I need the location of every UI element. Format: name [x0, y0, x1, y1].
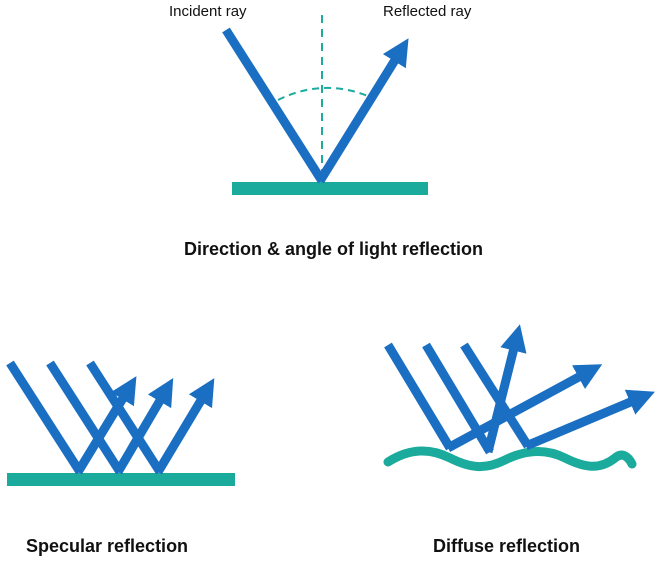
- specular-incident-ray-2: [46, 360, 124, 475]
- diffuse-reflected-ray-2: [483, 324, 527, 454]
- incident-ray-label: Incident ray: [169, 3, 247, 20]
- incident-ray: [222, 27, 326, 184]
- specular-reflected-ray-2: [114, 378, 174, 475]
- diffuse-caption: Diffuse reflection: [433, 536, 581, 556]
- specular-incident-ray-3: [86, 360, 164, 475]
- diffuse-reflected-ray-3: [524, 389, 655, 451]
- diffuse-diagram: [383, 324, 655, 471]
- diffuse-incident-ray-2: [422, 342, 494, 455]
- reflected-ray-label: Reflected ray: [383, 3, 472, 20]
- specular-surface: [7, 473, 235, 486]
- specular-reflected-ray-3: [154, 378, 215, 475]
- specular-incident-ray-1: [6, 360, 84, 475]
- diffuse-rough-surface: [383, 446, 637, 471]
- diffuse-reflected-ray-1: [445, 364, 603, 452]
- angle-diagram: [222, 15, 428, 195]
- mirror-surface: [232, 182, 428, 195]
- reflected-ray-arrow: [316, 38, 409, 184]
- specular-diagram: [6, 360, 235, 486]
- specular-caption: Specular reflection: [26, 536, 189, 556]
- main-caption: Direction & angle of light reflection: [183, 239, 484, 259]
- diffuse-incident-ray-3: [460, 342, 532, 449]
- diffuse-incident-ray-1: [384, 342, 454, 451]
